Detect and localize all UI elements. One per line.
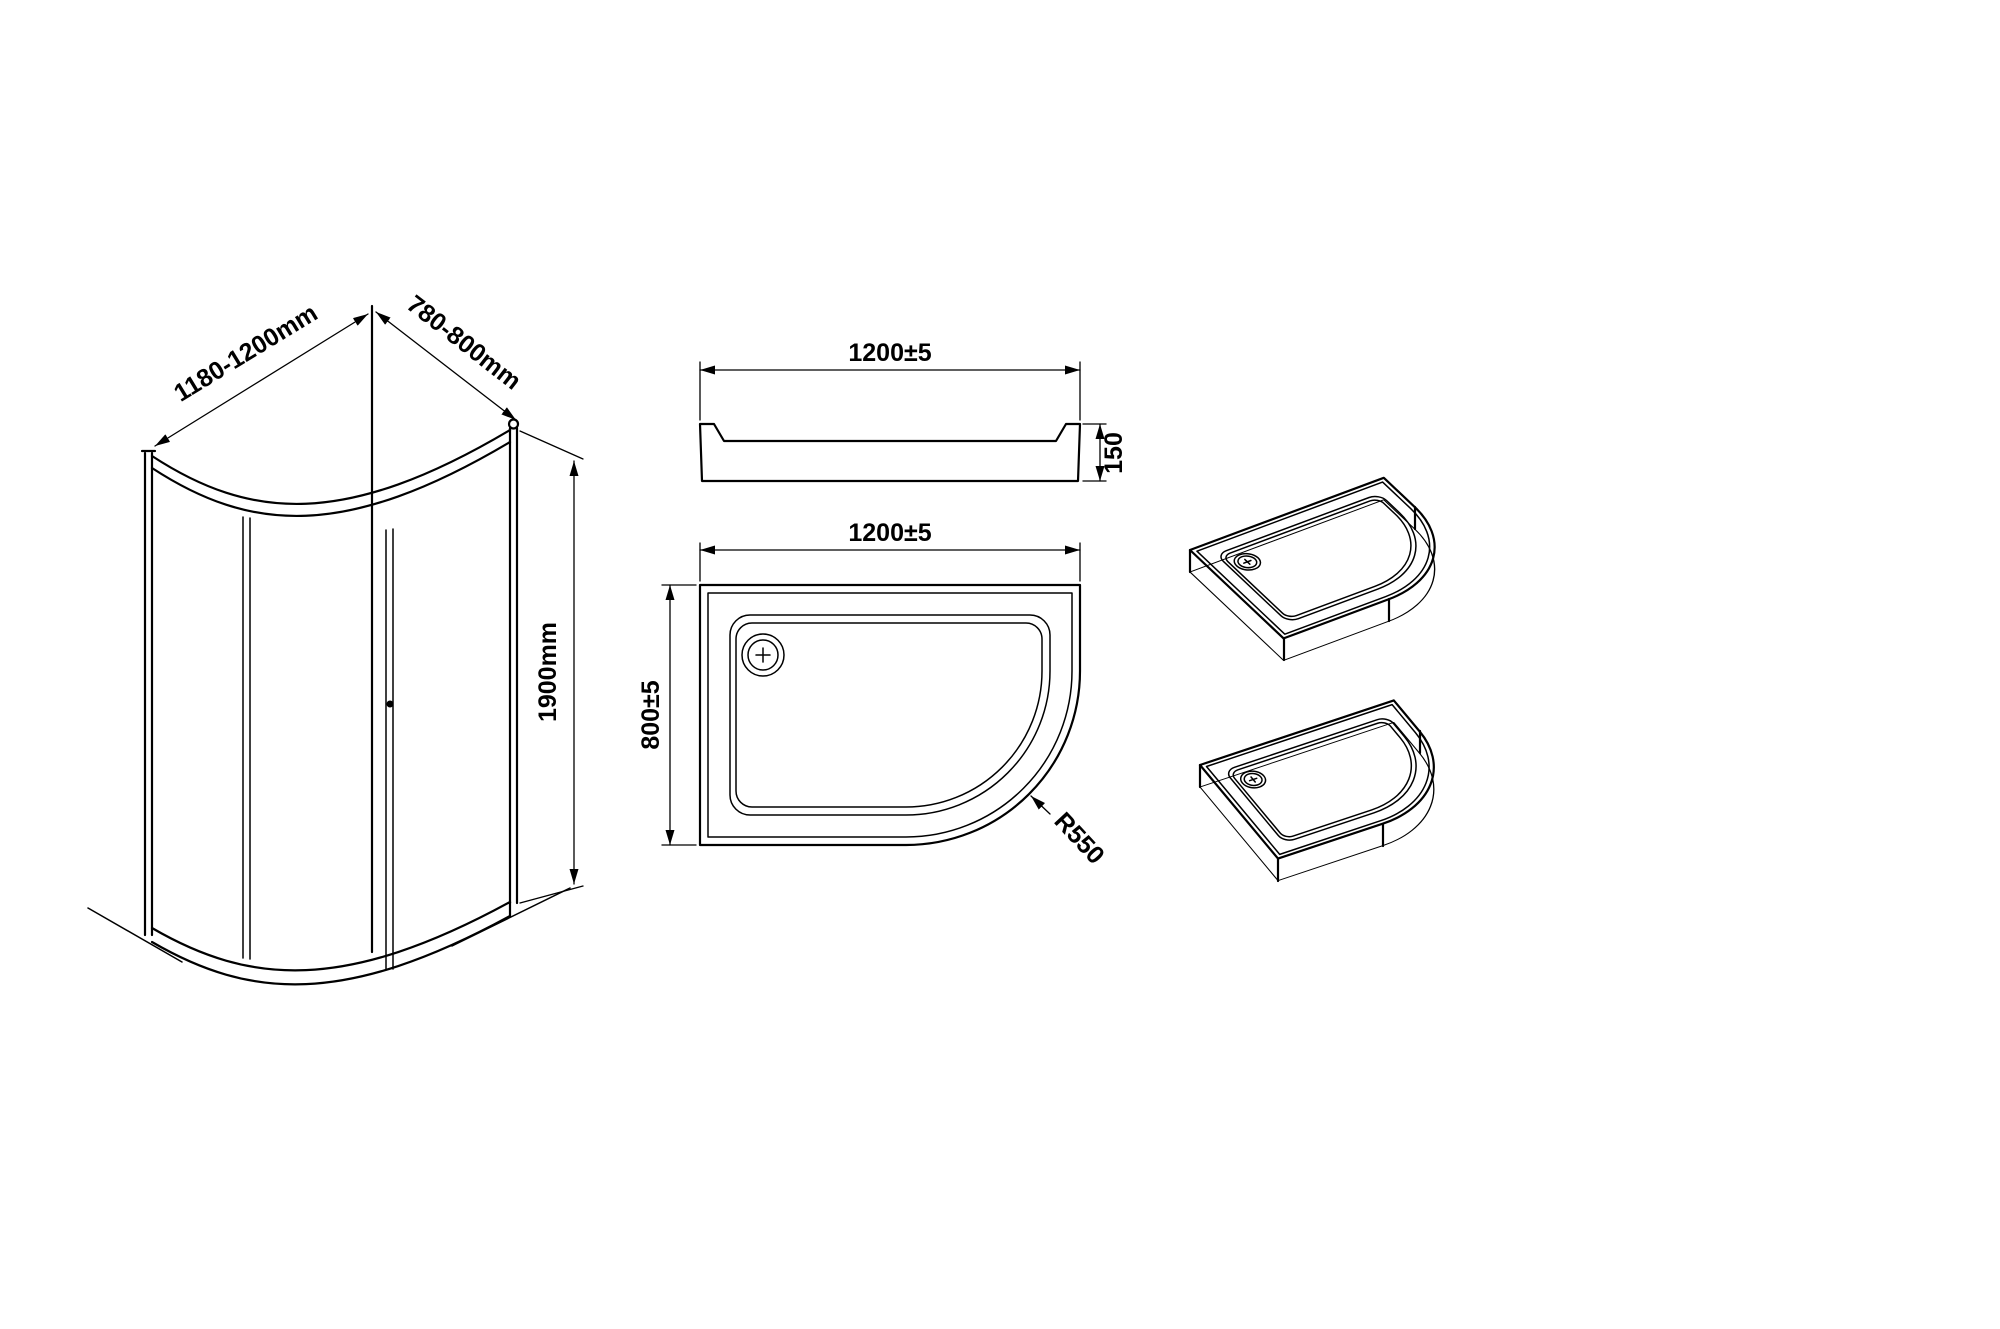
tray-front-height-label: 150 xyxy=(1100,432,1128,474)
enclosure-door-panels xyxy=(243,517,394,970)
tray-plan-depth-label: 800±5 xyxy=(637,680,665,749)
enclosure-dimensions: 1180-1200mm 780-800mm 1900mm xyxy=(154,290,584,904)
tray-iso-top-face xyxy=(1199,699,1473,860)
tray-iso-base xyxy=(1189,499,1479,662)
tray-front-view: 1200±5 150 xyxy=(700,339,1128,481)
enclosure-height-label: 1900mm xyxy=(534,622,562,722)
tray-front-profile xyxy=(700,424,1080,481)
dim-line-enclosure-depth xyxy=(375,311,517,421)
tray-iso-top-face xyxy=(1189,477,1479,640)
enclosure-left-frame xyxy=(142,451,155,935)
tray-plan-view: 1200±5 800±5 R550 xyxy=(637,519,1110,870)
tray-plan-radius-label: R550 xyxy=(1049,807,1110,870)
dim-line-enclosure-width xyxy=(154,313,369,447)
enclosure-width-label: 1180-1200mm xyxy=(169,299,322,408)
frame-cap xyxy=(509,420,518,429)
enclosure-view xyxy=(88,306,570,984)
floor-lines xyxy=(88,888,570,962)
enclosure-tray-base xyxy=(152,902,510,984)
ext-line xyxy=(519,430,584,460)
tray-iso-top-view xyxy=(1189,477,1479,662)
door-handle-icon xyxy=(386,700,394,708)
radius-leader-line xyxy=(1030,795,1051,815)
enclosure-right-frame xyxy=(509,420,518,904)
tray-iso-thickness-edges xyxy=(1190,507,1415,660)
tray-iso-thickness-edges xyxy=(1200,731,1420,881)
tray-plan-outline xyxy=(698,583,1082,847)
tray-iso-bottom-view xyxy=(1199,699,1473,882)
enclosure-top-rail xyxy=(152,430,510,516)
tray-plan-width-label: 1200±5 xyxy=(848,519,931,547)
tray-iso-base xyxy=(1199,721,1473,882)
tray-front-width-label: 1200±5 xyxy=(848,339,931,367)
ext-line xyxy=(519,885,584,904)
